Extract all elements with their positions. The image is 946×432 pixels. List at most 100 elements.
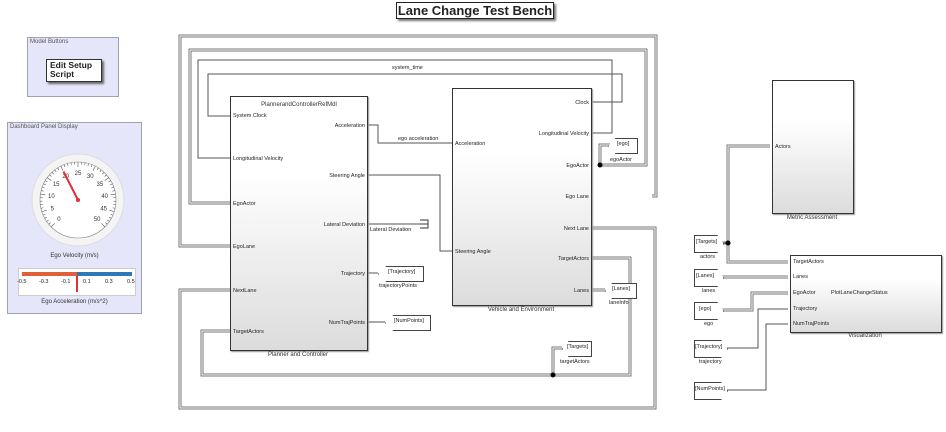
from-numpoints[interactable] <box>694 382 728 400</box>
from-lanes-name: lanes <box>702 288 716 294</box>
vehicle-input-steering-angle[interactable]: Steering Angle <box>455 249 491 255</box>
gauge-tick <box>40 207 44 209</box>
gauge-tick <box>104 177 109 181</box>
goto-targets-name: targetActors <box>560 359 590 365</box>
from-targets-tag: [Targets] <box>696 239 718 245</box>
gauge-tick <box>101 223 106 228</box>
gauge-tick-label: 50 <box>94 217 101 223</box>
goto-targets-tag: [Targets] <box>567 344 589 350</box>
acceleration-tick-label: -0.3 <box>39 279 49 285</box>
vehicle-output-ego-lane[interactable]: Ego Lane <box>565 194 589 200</box>
gauge-tick-label: 15 <box>53 182 60 188</box>
gauge-tick-label: 0 <box>57 217 61 223</box>
goto-ego-tag: [ego] <box>617 141 630 147</box>
gauge-tick <box>51 172 54 175</box>
gauge-tick <box>107 219 110 222</box>
goto-trajectory-tag: [Trajectory] <box>388 269 416 275</box>
viz-input-lanes[interactable]: Lanes <box>793 274 808 280</box>
from-targets-name: actors <box>700 254 715 260</box>
gauge-tick-label: 30 <box>87 174 94 180</box>
goto-trajectory[interactable] <box>378 266 424 282</box>
gauge-tick <box>102 172 105 175</box>
planner-block-label: Planner and Controller <box>267 352 329 358</box>
model-title: Lane Change Test Bench <box>396 2 554 19</box>
acceleration-tick-label: 0.5 <box>127 279 135 285</box>
gauge-tick <box>99 169 102 173</box>
acceleration-tick-label: 0.3 <box>105 279 113 285</box>
velocity-label: Ego Velocity (m/s) <box>50 253 99 259</box>
planner-output-steering-angle[interactable]: Steering Angle <box>329 173 365 179</box>
gauge-tick <box>110 213 113 216</box>
gauge-tick <box>46 219 49 222</box>
planner-output-acceleration[interactable]: Acceleration <box>334 123 365 129</box>
goto-lanes[interactable] <box>605 283 637 299</box>
planner-controller-block[interactable]: PlannerandControllerRefMdl System Clock … <box>230 96 368 351</box>
from-ego[interactable] <box>694 302 724 320</box>
model-buttons-panel: Model Buttons <box>27 37 119 97</box>
from-lanes[interactable] <box>694 269 724 287</box>
goto-targets[interactable] <box>562 341 592 357</box>
positive-range <box>77 272 132 276</box>
planner-input-egolane[interactable]: EgoLane <box>233 244 256 250</box>
vehicle-environment-block[interactable]: Acceleration Steering Angle Clock Longit… <box>452 88 592 306</box>
planner-input-system-clock[interactable]: System Clock <box>233 113 267 119</box>
viz-input-trajectory[interactable]: Trajectory <box>793 306 818 312</box>
planner-input-nextlane[interactable]: NextLane <box>233 288 257 294</box>
viz-input-targetactors[interactable]: TargetActors <box>793 259 824 265</box>
gauge-tick <box>41 209 47 213</box>
signal-lateral-deviation: Lateral Deviation <box>370 227 412 233</box>
gauge-tick-label: 25 <box>75 171 82 177</box>
gauge-tick <box>90 164 93 168</box>
goto-trajectory-name: trajectoryPoints <box>379 283 417 289</box>
planner-input-egoactor[interactable]: EgoActor <box>233 201 256 207</box>
planner-output-numtrajpoints[interactable]: NumTrajPoints <box>328 320 365 326</box>
from-ego-tag: [ego] <box>699 306 712 312</box>
gauge-tick <box>49 174 52 177</box>
metric-block-label: Metric Assessment <box>786 215 838 221</box>
gauge-tick <box>60 166 64 171</box>
vehicle-input-acceleration[interactable]: Acceleration <box>455 141 486 147</box>
visualization-block[interactable]: TargetActors Lanes EgoActor Trajectory N… <box>790 255 942 333</box>
from-trajectory[interactable] <box>694 340 728 358</box>
acceleration-tick-label: 0.1 <box>83 279 91 285</box>
vehicle-output-longitudinal-velocity[interactable]: Longitudinal Velocity <box>538 131 589 137</box>
planner-input-longitudinal-velocity[interactable]: Longitudinal Velocity <box>233 156 284 162</box>
gauge-tick <box>40 193 46 196</box>
acceleration-needle <box>76 276 78 292</box>
edit-setup-script-button[interactable]: Edit Setup Script <box>46 59 102 82</box>
metric-input-actors[interactable]: Actors <box>775 144 791 150</box>
acceleration-label: Ego Acceleration (m/s^2) <box>41 299 108 305</box>
from-trajectory-name: trajectory <box>699 359 722 365</box>
planner-output-trajectory[interactable]: Trajectory <box>340 271 365 277</box>
vehicle-output-targetactors[interactable]: TargetActors <box>558 256 589 262</box>
gauge-tick <box>42 186 45 189</box>
goto-numpoints-tag: [NumPoints] <box>394 318 424 324</box>
planner-input-targetactors[interactable]: TargetActors <box>233 329 264 335</box>
metric-assessment-block[interactable]: Actors <box>772 80 854 214</box>
gauge-tick <box>108 216 112 219</box>
gauge-tick <box>108 180 111 183</box>
gauge-tick-label: 10 <box>48 194 55 200</box>
viz-input-numtrajpoints[interactable]: NumTrajPoints <box>793 321 830 327</box>
gauge-tick <box>92 166 96 171</box>
gauge-tick <box>104 174 107 177</box>
goto-ego-name: egoActor <box>610 157 633 163</box>
vehicle-output-egoactor[interactable]: EgoActor <box>566 163 589 169</box>
gauge-tick-label: 5 <box>51 206 55 212</box>
gauge-tick-label: 40 <box>101 194 108 200</box>
vehicle-output-lanes[interactable]: Lanes <box>574 288 589 294</box>
goto-numpoints[interactable] <box>385 315 431 331</box>
gauge-tick-label: 45 <box>100 206 107 212</box>
gauge-tick <box>112 190 115 192</box>
model-buttons-label: Model Buttons <box>30 39 69 45</box>
from-targets[interactable] <box>694 235 724 253</box>
from-ego-name: ego <box>704 321 714 327</box>
planner-output-lateral-deviation[interactable]: Lateral Deviation <box>323 222 365 228</box>
gauge-tick <box>47 177 52 181</box>
viz-input-egoactor[interactable]: EgoActor <box>793 290 816 296</box>
vehicle-output-clock[interactable]: Clock <box>575 100 589 106</box>
goto-ego[interactable] <box>608 138 638 154</box>
vehicle-output-next-lane[interactable]: Next Lane <box>563 226 589 232</box>
visualization-block-label: Visualization <box>848 333 882 339</box>
